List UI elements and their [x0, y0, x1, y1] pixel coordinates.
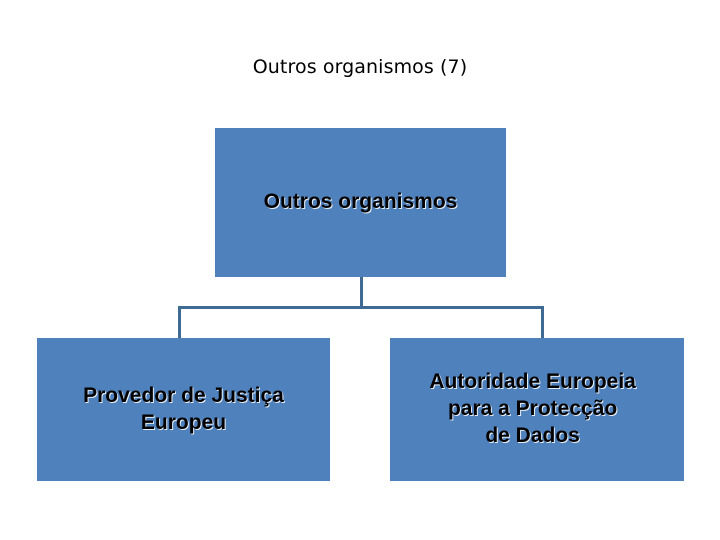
org-node-child-label: Provedor de Justiça Europeu: [83, 383, 284, 434]
org-node-root-label: Outros organismos: [263, 190, 458, 214]
connector-drop-left: [178, 306, 181, 339]
connector-root-stem: [360, 277, 363, 308]
connector-drop-right: [541, 306, 544, 339]
org-node-provedor-de-justica-europeu[interactable]: Provedor de Justiça Europeu: [37, 338, 330, 481]
org-node-autoridade-europeia-proteccao-dados[interactable]: Autoridade Europeia para a Protecção de …: [390, 338, 684, 481]
connector-horizontal-bar: [178, 306, 544, 309]
org-node-root[interactable]: Outros organismos: [215, 128, 506, 277]
page-title: Outros organismos (7): [252, 56, 468, 78]
org-node-child-label: Autoridade Europeia para a Protecção de …: [429, 370, 636, 447]
